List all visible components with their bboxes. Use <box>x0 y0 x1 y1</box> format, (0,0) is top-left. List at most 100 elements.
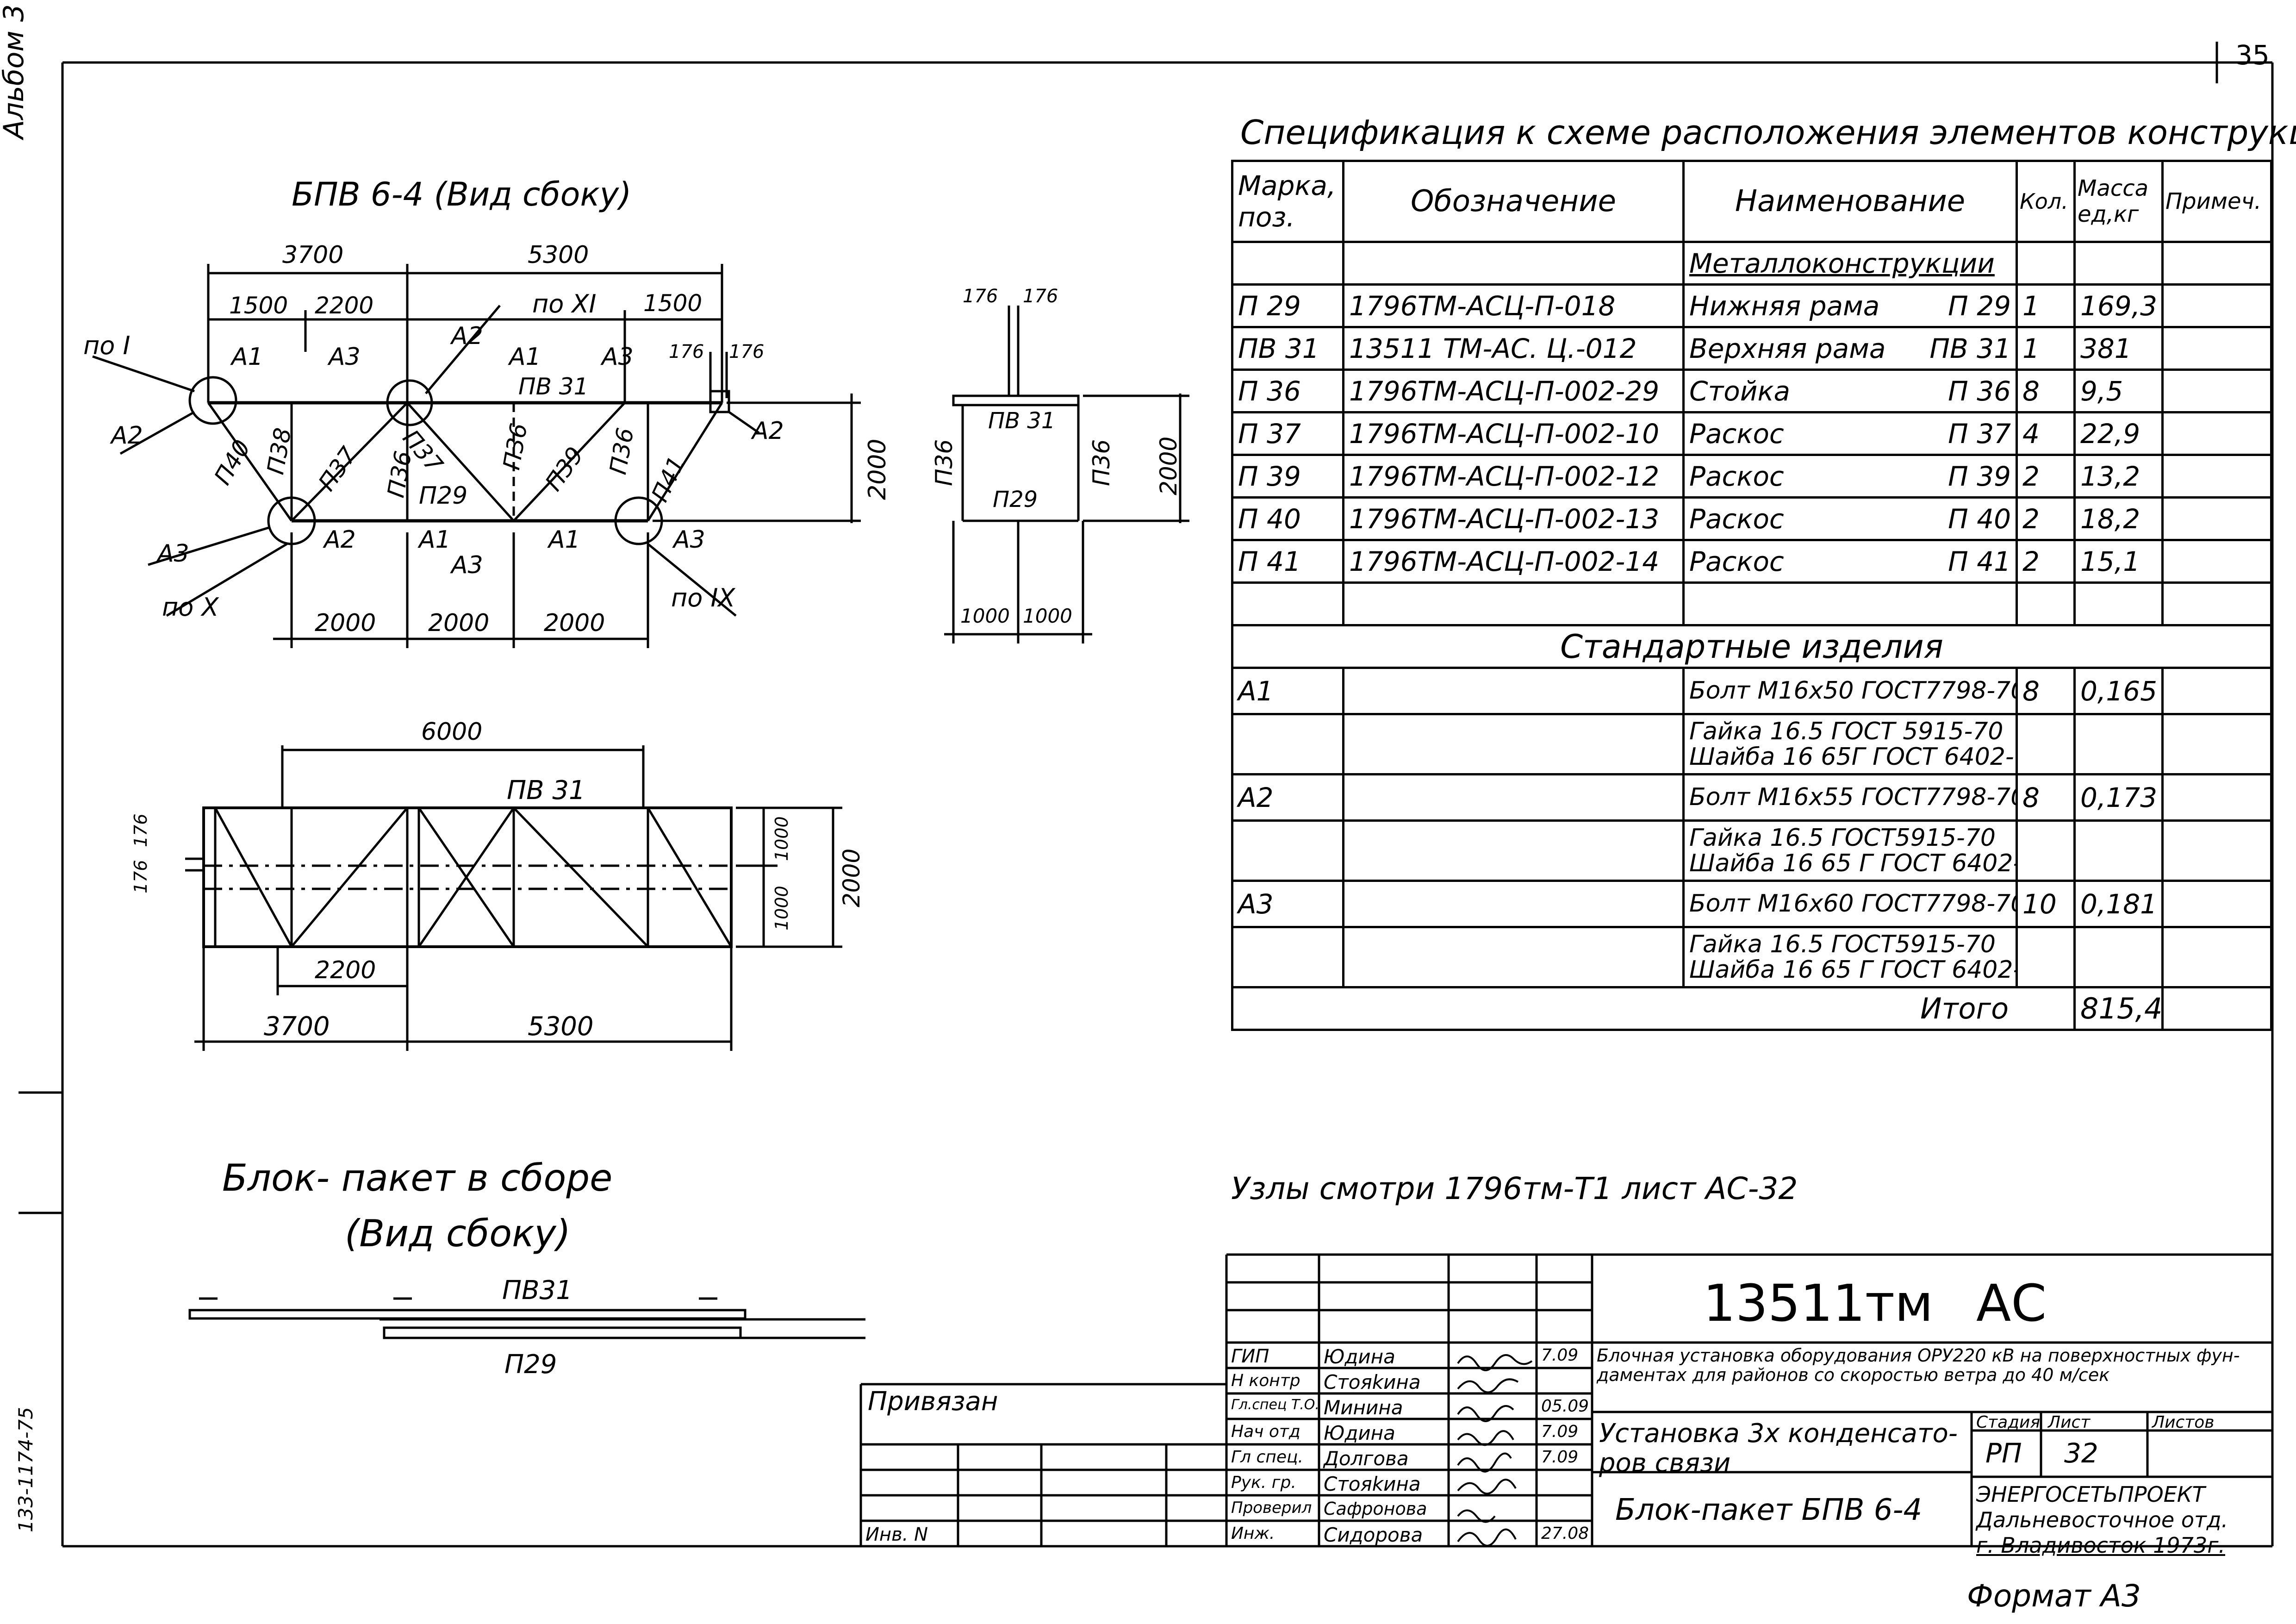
spec-section-std: Стандартные изделия <box>1231 624 2272 669</box>
row-code: 1796ТМ-АСЦ-П-002-14 <box>1342 539 1685 584</box>
person-role: Рук. гр. <box>1231 1473 1296 1492</box>
header-code: Обозначение <box>1342 160 1685 243</box>
stage-value: РП <box>1985 1437 2022 1469</box>
person-date: 7.09 <box>1541 1448 1579 1467</box>
row-code: 1796ТМ-АСЦ-П-002-12 <box>1342 454 1685 499</box>
ref-po-11: по XI <box>532 289 597 319</box>
row-mass: 22,9 <box>2073 411 2164 456</box>
person-name: Юдина <box>1324 1345 1395 1368</box>
bolt-a3-label-3: А3 <box>451 551 483 579</box>
std-qty: 8 <box>2016 773 2076 822</box>
header-mark: Марка, поз. <box>1231 160 1344 243</box>
row-mark: П 29 <box>1231 283 1344 328</box>
bolt-a1-label: А1 <box>231 343 263 371</box>
bolt-a2-label-4: А2 <box>752 417 784 445</box>
person-name: Стояkина <box>1324 1371 1421 1393</box>
dim-176-a: 176 <box>669 341 704 362</box>
bolt-a1-label-3: А1 <box>419 526 451 554</box>
row-code: 1796ТМ-АСЦ-П-018 <box>1342 283 1685 328</box>
inv-label: Инв. N <box>865 1524 928 1545</box>
section-upper: ПВ 31 <box>988 408 1056 434</box>
person-name: Сафронова <box>1324 1499 1427 1519</box>
person-name: Минина <box>1324 1396 1403 1419</box>
bolt-a3-label-2: А3 <box>602 343 634 371</box>
std-mark: А1 <box>1231 667 1344 715</box>
sheet-label: Лист <box>2048 1413 2091 1432</box>
std-mass: 0,173 <box>2073 773 2164 822</box>
section-dim-176-b: 176 <box>1023 286 1058 307</box>
row-mass: 9,5 <box>2073 369 2164 413</box>
person-name: Сидорова <box>1324 1524 1423 1546</box>
ref-po-10: по X <box>162 593 219 622</box>
header-note: Примеч. <box>2161 160 2272 243</box>
assembly-lower: П29 <box>504 1349 557 1380</box>
row-mark: ПВ 31 <box>1231 326 1344 371</box>
person-name: Стояkина <box>1324 1473 1421 1495</box>
spec-total-row: Итого 815,4 <box>1231 986 2272 1031</box>
dim-2000-c: 2000 <box>544 609 605 637</box>
assembly-title-1: Блок- пакет в сборе <box>222 1156 613 1199</box>
bolt-a3-label-5: А3 <box>157 540 189 568</box>
member-p29: П29 <box>419 482 468 510</box>
person-role: Проверил <box>1231 1499 1312 1517</box>
section-dim-176-a: 176 <box>963 286 998 307</box>
std-row-bolt: А1 Болт М16х50 ГОСТ7798-70 8 0,165 <box>1231 667 2272 715</box>
org-line-1: ЭНЕРГОСЕТЬПРОЕКТ <box>1976 1482 2205 1507</box>
bolt-a2-label-5: А2 <box>324 526 356 554</box>
plan-dim-2200: 2200 <box>315 956 376 984</box>
row-mass: 15,1 <box>2073 539 2164 584</box>
row-mark: П 40 <box>1231 496 1344 541</box>
row-qty: 4 <box>2016 411 2076 456</box>
row-code: 13511 ТМ-АС. Ц.-012 <box>1342 326 1685 371</box>
dim-1500-left: 1500 <box>229 292 288 319</box>
std-mark: А2 <box>1231 773 1344 822</box>
row-mark: П 41 <box>1231 539 1344 584</box>
std-mass: 0,181 <box>2073 880 2164 928</box>
org-line-2: Дальневосточное отд. <box>1976 1507 2228 1532</box>
spec-section-metal: Металлоконструкции <box>1231 241 2272 286</box>
sheet-value: 32 <box>2064 1437 2098 1469</box>
doc-code: 13511тм <box>1703 1274 1933 1333</box>
row-mass: 13,2 <box>2073 454 2164 499</box>
std-bolt: Болт М16х55 ГОСТ7798-70 <box>1682 773 2018 822</box>
row-qty: 1 <box>2016 326 2076 371</box>
dim-5300: 5300 <box>528 241 589 269</box>
std-qty: 10 <box>2016 880 2076 928</box>
sheets-label: Листов <box>2152 1413 2215 1432</box>
ref-po-9: по IX <box>671 583 735 612</box>
row-mass: 381 <box>2073 326 2164 371</box>
person-role: Инж. <box>1231 1524 1275 1543</box>
person-name: Долгова <box>1324 1447 1409 1470</box>
std-row-bolt: А2 Болт М16х55 ГОСТ7798-70 8 0,173 <box>1231 773 2272 822</box>
person-name: Юдина <box>1324 1422 1395 1444</box>
project-text: Блочная установка оборудования ОРУ220 кВ… <box>1597 1345 2240 1385</box>
spec-table: Марка, поз. Обозначение Наименование Кол… <box>1231 160 2272 1031</box>
std-mass: 0,165 <box>2073 667 2164 715</box>
bolt-a2-label-3: А2 <box>111 422 143 450</box>
person-role: Гл.спец Т.О. <box>1231 1397 1319 1413</box>
row-code: 1796ТМ-АСЦ-П-002-10 <box>1342 411 1685 456</box>
bound-label: Привязан <box>868 1387 998 1417</box>
row-qty: 1 <box>2016 283 2076 328</box>
org-line-3: г. Владивосток 1973г. <box>1976 1533 2226 1558</box>
drawing-title: Блок-пакет БПВ 6-4 <box>1615 1493 1923 1527</box>
person-role: Гл спец. <box>1231 1448 1303 1467</box>
person-role: ГИП <box>1231 1346 1269 1367</box>
std-bolt: Болт М16х50 ГОСТ7798-70 <box>1682 667 2018 715</box>
plan-label-pv31: ПВ 31 <box>507 775 585 806</box>
bolt-a2-label: А2 <box>451 322 483 350</box>
